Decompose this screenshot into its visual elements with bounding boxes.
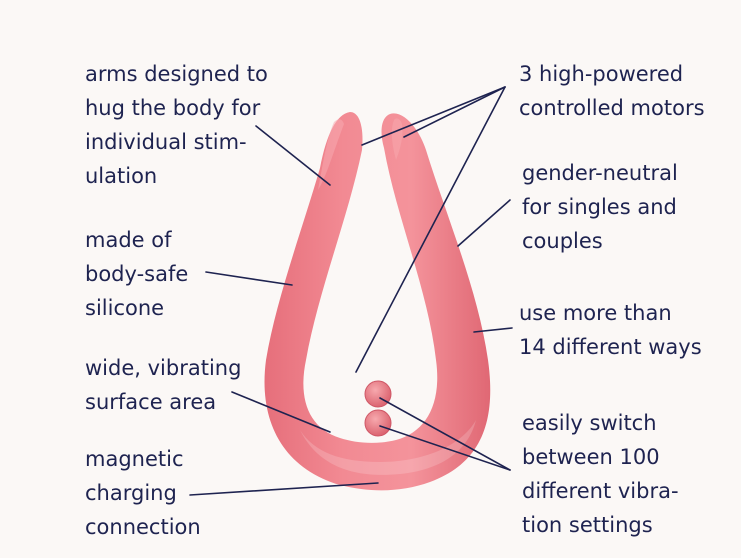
bottom-button-icon [364, 409, 392, 437]
top-button-icon [364, 380, 392, 408]
left-arm-highlight [318, 119, 344, 190]
leader-silicone [205, 271, 293, 286]
leader-surface [231, 391, 331, 433]
label-line: charging [85, 481, 177, 505]
label-arms: arms designed to hug the body for indivi… [85, 57, 268, 193]
label-line: silicone [85, 296, 165, 320]
label-switch: easily switch between 100 different vibr… [522, 406, 679, 542]
label-line: easily switch [522, 411, 657, 435]
label-line: hug the body for [85, 96, 261, 120]
label-line: for singles and [522, 195, 677, 219]
label-line: tion settings [522, 513, 653, 537]
label-line: body-safe [85, 262, 189, 286]
label-line: individual stim- [85, 130, 247, 154]
label-line: between 100 [522, 445, 660, 469]
device-illustration-icon [264, 112, 491, 491]
label-ways: use more than 14 different ways [519, 296, 702, 364]
label-line: arms designed to [85, 62, 268, 86]
leader-arms [255, 125, 331, 186]
label-line: different vibra- [522, 479, 679, 503]
base-shading [300, 420, 476, 475]
leader-motors-right [403, 86, 506, 138]
label-silicone: made of body-safe silicone [85, 223, 188, 325]
label-motors: 3 high-powered controlled motors [519, 57, 705, 125]
label-line: couples [522, 229, 603, 253]
leader-ways [473, 327, 513, 333]
label-line: gender-neutral [522, 161, 678, 185]
label-line: surface area [85, 390, 217, 414]
right-arm-highlight [391, 118, 403, 160]
leader-motors-bottom [355, 86, 506, 373]
leader-switch-top [379, 397, 511, 471]
label-line: use more than [519, 301, 672, 325]
label-line: magnetic [85, 447, 184, 471]
leader-charging [189, 482, 379, 496]
label-gender: gender-neutral for singles and couples [522, 156, 678, 258]
leader-motors-left [361, 86, 506, 146]
leader-gender [457, 199, 511, 247]
label-line: 14 different ways [519, 335, 702, 359]
label-line: made of [85, 228, 172, 252]
device-body [264, 112, 491, 491]
label-line: 3 high-powered [519, 62, 684, 86]
label-line: controlled motors [519, 96, 705, 120]
label-surface: wide, vibrating surface area [85, 351, 241, 419]
label-line: connection [85, 515, 201, 539]
label-line: ulation [85, 164, 158, 188]
label-charging: magnetic charging connection [85, 442, 201, 544]
label-line: wide, vibrating [85, 356, 242, 380]
leader-switch-bottom [379, 425, 511, 471]
